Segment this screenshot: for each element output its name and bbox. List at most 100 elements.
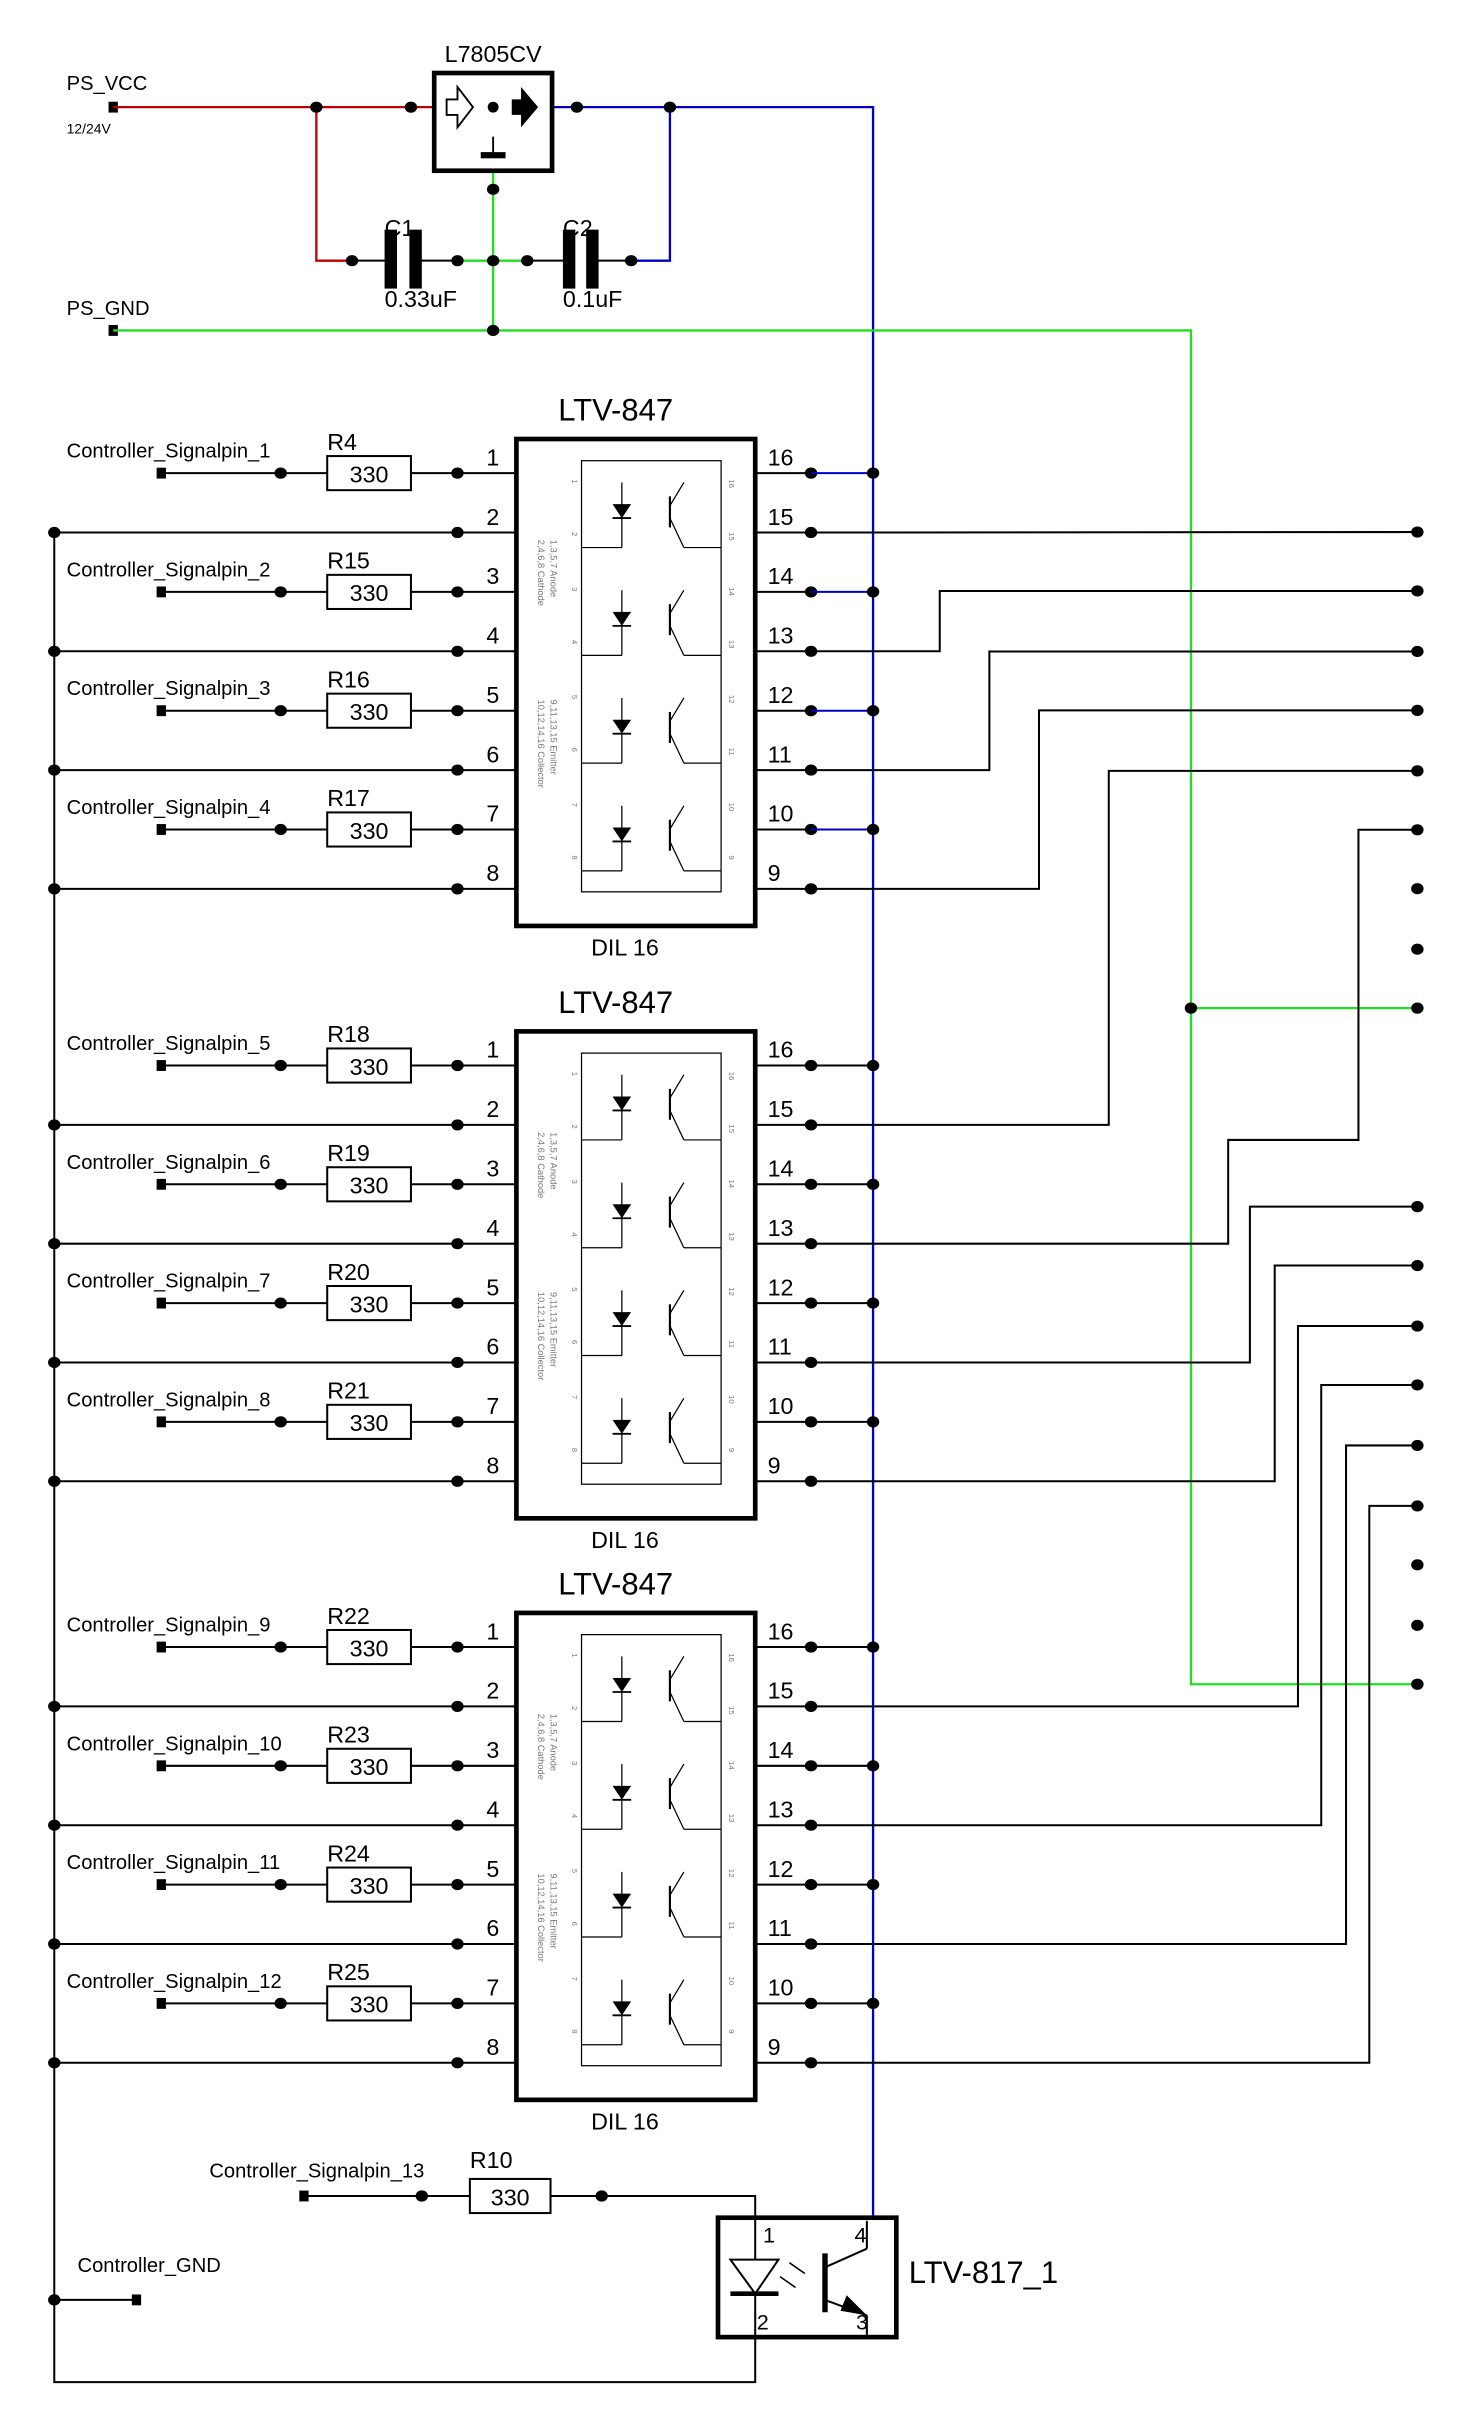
pin-number: 3 [486, 1156, 499, 1182]
resistor-value: 330 [350, 1173, 389, 1199]
resistor-body [326, 1403, 412, 1440]
inner-pin-number: 11 [727, 1340, 736, 1348]
transistor-collector [669, 1979, 685, 2004]
pin-number: 15 [768, 1096, 794, 1122]
output-wire [811, 589, 1418, 653]
junction-dot [274, 823, 287, 836]
resistor-value: 330 [350, 461, 389, 487]
transistor-emitter [669, 733, 685, 764]
resistor-body [326, 455, 412, 492]
pin-number: 7 [486, 801, 499, 827]
pin-number: 9 [768, 860, 781, 886]
inner-pin-number: 12 [727, 695, 736, 704]
pin-number: 2 [757, 2309, 769, 2334]
inner-pin-number: 4 [570, 1232, 579, 1237]
resistor-value: 330 [350, 1410, 389, 1436]
vcc-input-wire [315, 107, 353, 262]
diode-icon [612, 1419, 632, 1434]
junction-dot [1411, 1002, 1424, 1014]
ground-bus [53, 532, 757, 2384]
transistor-emitter [669, 2015, 685, 2046]
output-wire [811, 828, 1418, 1245]
inner-pin-number: 8 [570, 2029, 579, 2033]
vcc-note: 12/24V [67, 121, 112, 137]
resistor-name: R22 [327, 1603, 370, 1629]
transistor-emitter [669, 1799, 685, 1830]
pin-number: 6 [486, 1915, 499, 1941]
ltv847-package: DIL 16 [591, 1527, 659, 1553]
pin-number: 1 [486, 444, 499, 470]
diode-icon [612, 827, 632, 842]
transistor-emitter [669, 1217, 685, 1248]
junction-dot [48, 1938, 61, 1950]
junction-dot [866, 1416, 880, 1428]
signal-terminal [156, 1997, 166, 2009]
junction-dot [1411, 883, 1424, 895]
signal-label: Controller_Signalpin_8 [67, 1389, 271, 1411]
inner-pin-number: 15 [727, 1706, 736, 1715]
transistor-emitter [669, 1691, 685, 1722]
junction-dot [274, 1059, 287, 1072]
ltv847-body [514, 1610, 758, 2103]
pin-number: 10 [768, 1975, 794, 2001]
inner-pin-legend: 9,11,13,15 Emitter [549, 700, 559, 775]
junction-dot [274, 1416, 287, 1428]
pin-number: 16 [768, 1037, 794, 1063]
pin-number: 5 [486, 1274, 499, 1300]
junction-dot [48, 1356, 61, 1369]
signal-label: Controller_Signalpin_13 [209, 2160, 424, 2182]
junction-dot [274, 705, 287, 717]
inner-pin-number: 14 [727, 1179, 736, 1188]
ltv847-body [514, 1029, 758, 1521]
capacitor-value: 0.1uF [563, 286, 622, 312]
pin-number: 8 [486, 1453, 499, 1479]
pin-number: 4 [486, 623, 499, 649]
led-icon [728, 2258, 781, 2296]
capacitor-plate [409, 229, 422, 289]
input-arrow-icon [445, 84, 475, 131]
signal-terminal [156, 1760, 166, 1772]
controller-gnd-terminal [131, 2294, 142, 2306]
pin-number: 15 [768, 1678, 794, 1704]
transistor-collector [669, 805, 685, 830]
transistor-collector [669, 697, 685, 722]
junction-dot [866, 1297, 880, 1309]
resistor-name: R24 [327, 1840, 370, 1866]
pin-number: 2 [486, 1678, 499, 1704]
resistor-value: 330 [350, 1754, 389, 1780]
ltv847-package: DIL 16 [591, 934, 659, 960]
ltv847-inner-outline [580, 1052, 722, 1485]
junction-dot [1411, 1559, 1424, 1571]
pin-number: 7 [486, 1975, 499, 2001]
inner-pin-legend: 10,12,14,16 Collector [536, 1292, 546, 1380]
gnd-label: PS_GND [67, 298, 150, 320]
capacitor-plate [384, 229, 397, 289]
transistor-collector [669, 589, 685, 614]
resistor-value: 330 [350, 1291, 389, 1317]
pin-number: 9 [768, 2034, 781, 2060]
resistor-value: 330 [350, 1873, 389, 1899]
inner-pin-number: 1 [570, 1072, 579, 1076]
signal-label: Controller_Signalpin_6 [67, 1152, 271, 1174]
signal-terminal [156, 1178, 166, 1190]
transistor-collector [669, 1871, 685, 1896]
pin-number: 13 [768, 623, 794, 649]
signal-terminal [156, 1416, 166, 1428]
capacitor-name: C2 [563, 215, 593, 241]
transistor-collector [669, 1763, 685, 1788]
transistor-collector [669, 1290, 685, 1314]
resistor-value: 330 [350, 580, 389, 606]
signal-terminal [156, 467, 166, 479]
controller-gnd-label: Controller_GND [78, 2255, 221, 2277]
resistor-value: 330 [350, 1635, 389, 1661]
junction-dot [866, 467, 880, 479]
inner-pin-number: 8 [570, 855, 579, 859]
transistor-collector [669, 1182, 685, 1207]
pin-number: 4 [486, 1796, 499, 1822]
inner-pin-legend: 1,3,5,7 Anode [549, 540, 559, 597]
pin-number: 9 [768, 1453, 781, 1479]
pin-number: 12 [768, 1856, 794, 1882]
pin-number: 8 [486, 2034, 499, 2060]
inner-pin-number: 4 [570, 640, 579, 645]
resistor-body [326, 1985, 412, 2022]
